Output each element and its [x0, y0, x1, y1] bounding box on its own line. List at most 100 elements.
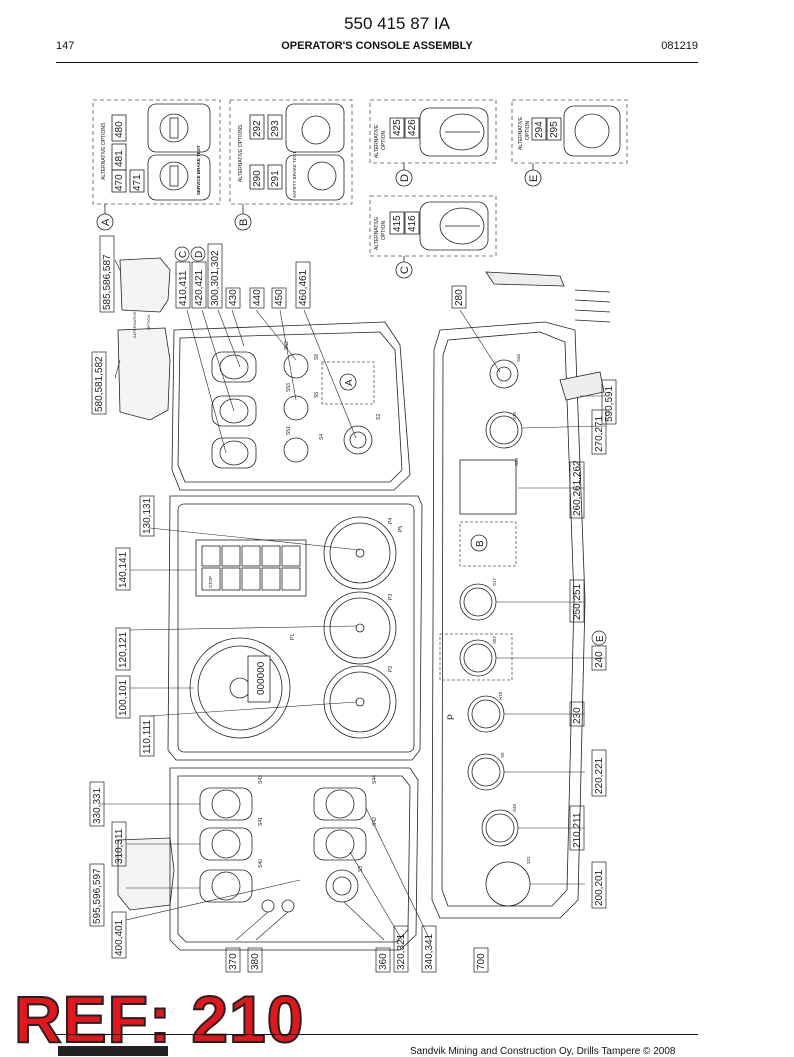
- callout-230: 230: [572, 707, 583, 724]
- callout-410: 410,411: [178, 270, 189, 306]
- svg-text:S41: S41: [258, 817, 264, 826]
- callout-580: 580,581,582: [94, 356, 105, 412]
- callout-460: 460,461: [298, 269, 309, 306]
- letter-b-top: B: [238, 219, 250, 226]
- letter-e-top: E: [528, 175, 540, 182]
- callout-585: 585,586,587: [102, 254, 113, 310]
- svg-text:ALTERNATIVE OPTIONS: ALTERNATIVE OPTIONS: [238, 124, 244, 182]
- callout-293: 293: [270, 120, 281, 137]
- callout-200: 200,201: [594, 869, 605, 906]
- callout-471: 471: [132, 174, 143, 191]
- page-title: OPERATOR'S CONSOLE ASSEMBLY: [281, 40, 473, 52]
- callout-440: 440: [252, 289, 263, 306]
- callout-320: 320,321: [396, 933, 407, 970]
- option-box-b: ALTERNATIVE OPTIONS 292 293 290 291 SAFE…: [229, 99, 353, 231]
- svg-text:S46: S46: [516, 353, 521, 362]
- panel-gauges: STOP 000000 P5 P4 P3 P2 P1: [167, 495, 423, 761]
- callout-240: 240: [594, 651, 605, 668]
- console-diagram: ALTERNATIVE OPTIONS 480 481 470 471 SERV…: [89, 99, 628, 973]
- svg-text:S10: S10: [512, 411, 517, 420]
- svg-text:S40: S40: [258, 859, 264, 868]
- option-box-d: ALTERNATIVE OPTION 425 426 D: [369, 99, 497, 187]
- document-number: 550 415 87 IA: [344, 14, 450, 33]
- callout-280: 280: [454, 289, 465, 306]
- svg-text:S53: S53: [286, 383, 292, 392]
- callout-595: 595,596,597: [92, 868, 103, 924]
- svg-text:S21: S21: [526, 855, 531, 864]
- safety-brake-test-label: SAFETY BRAKE TEST: [292, 151, 297, 198]
- panel-switches-top: A S52 S53 S51 S6 S5 S4 S2: [171, 321, 411, 491]
- callout-291: 291: [270, 170, 281, 187]
- svg-text:S52: S52: [284, 341, 290, 350]
- svg-text:S4: S4: [319, 434, 325, 440]
- callout-340: 340,341: [424, 933, 435, 970]
- option-box-e: ALTERNATIVE OPTION 294 295 E: [511, 99, 628, 187]
- svg-text:S42: S42: [372, 817, 378, 826]
- svg-text:P1: P1: [290, 634, 296, 640]
- svg-text:ALTERNATIVE: ALTERNATIVE: [374, 216, 380, 250]
- footer-rule: [56, 1034, 698, 1035]
- panel-right: B P S46 S10 S50 S17 S57 H15 S9 S49 S21: [431, 271, 611, 919]
- callout-130: 130,131: [142, 497, 153, 534]
- callout-450: 450: [274, 289, 285, 306]
- svg-text:S5: S5: [314, 392, 320, 398]
- callout-481: 481: [114, 150, 125, 167]
- svg-text:S6: S6: [314, 354, 320, 360]
- panel-switches-bottom: S43 S44 S41 S42 S40 S3: [169, 767, 419, 951]
- svg-text:S51: S51: [286, 426, 292, 435]
- callout-360: 360: [378, 953, 389, 970]
- joystick-options: ALTERNATIVE OPTION: [117, 257, 175, 911]
- callout-140: 140,141: [118, 551, 129, 588]
- service-brake-test-label: SERVICE BRAKE TEST: [196, 145, 201, 195]
- callout-416: 416: [407, 215, 418, 232]
- svg-text:C: C: [178, 251, 189, 258]
- callout-700: 700: [476, 953, 487, 970]
- callout-415: 415: [392, 215, 403, 232]
- svg-text:S9: S9: [500, 752, 505, 758]
- callout-430: 430: [228, 289, 239, 306]
- option-box-a: ALTERNATIVE OPTIONS 480 481 470 471 SERV…: [92, 99, 221, 231]
- callout-294: 294: [534, 121, 545, 138]
- option-box-c: ALTERNATIVE OPTION 415 416 C: [369, 195, 497, 279]
- svg-text:E: E: [595, 635, 606, 642]
- callout-210: 210,211: [572, 812, 583, 848]
- letter-c-top: C: [399, 266, 411, 274]
- svg-text:S3: S3: [358, 866, 364, 872]
- svg-text:OPTION: OPTION: [381, 130, 387, 150]
- letter-a-panel: A: [344, 379, 355, 386]
- page-header: 147 OPERATOR'S CONSOLE ASSEMBLY 081219: [56, 40, 698, 56]
- callout-270: 270,271: [594, 415, 605, 452]
- letter-b-panel: B: [475, 540, 486, 547]
- callout-292: 292: [252, 120, 263, 137]
- svg-text:S50: S50: [514, 457, 519, 466]
- callout-425: 425: [392, 119, 403, 136]
- callout-590: 590,591: [604, 385, 615, 422]
- footer-copyright: Sandvik Mining and Construction Oy, Dril…: [410, 1046, 676, 1057]
- reference-stamp: REF: 210: [13, 982, 305, 1056]
- svg-text:ALTERNATIVE: ALTERNATIVE: [374, 124, 380, 158]
- callout-426: 426: [407, 119, 418, 136]
- date-code: 081219: [661, 40, 698, 52]
- callout-370: 370: [228, 953, 239, 970]
- svg-text:S43: S43: [258, 775, 264, 784]
- svg-text:S57: S57: [492, 635, 497, 644]
- callout-250: 250,251: [572, 583, 583, 620]
- svg-text:P5: P5: [398, 526, 404, 532]
- svg-text:OPTION: OPTION: [146, 315, 151, 330]
- odometer-readout: 000000: [256, 661, 267, 695]
- svg-text:S2: S2: [376, 414, 382, 420]
- callout-480: 480: [114, 121, 125, 138]
- callout-295: 295: [549, 121, 560, 138]
- svg-text:S49: S49: [512, 803, 517, 812]
- header-rule: [56, 62, 698, 63]
- svg-text:OPTION: OPTION: [381, 220, 387, 240]
- svg-text:S44: S44: [372, 775, 378, 784]
- callout-310: 310,311: [114, 828, 125, 864]
- svg-text:H15: H15: [498, 691, 503, 700]
- callout-420: 420,421: [194, 269, 205, 306]
- svg-text:P2: P2: [388, 666, 394, 672]
- svg-text:ALTERNATIVE: ALTERNATIVE: [518, 116, 524, 150]
- svg-text:OPTION: OPTION: [525, 120, 531, 140]
- callouts: 585,586,587 580,581,582 410,411 C 420,42…: [89, 235, 617, 973]
- callout-260: 260,261,262: [572, 460, 583, 516]
